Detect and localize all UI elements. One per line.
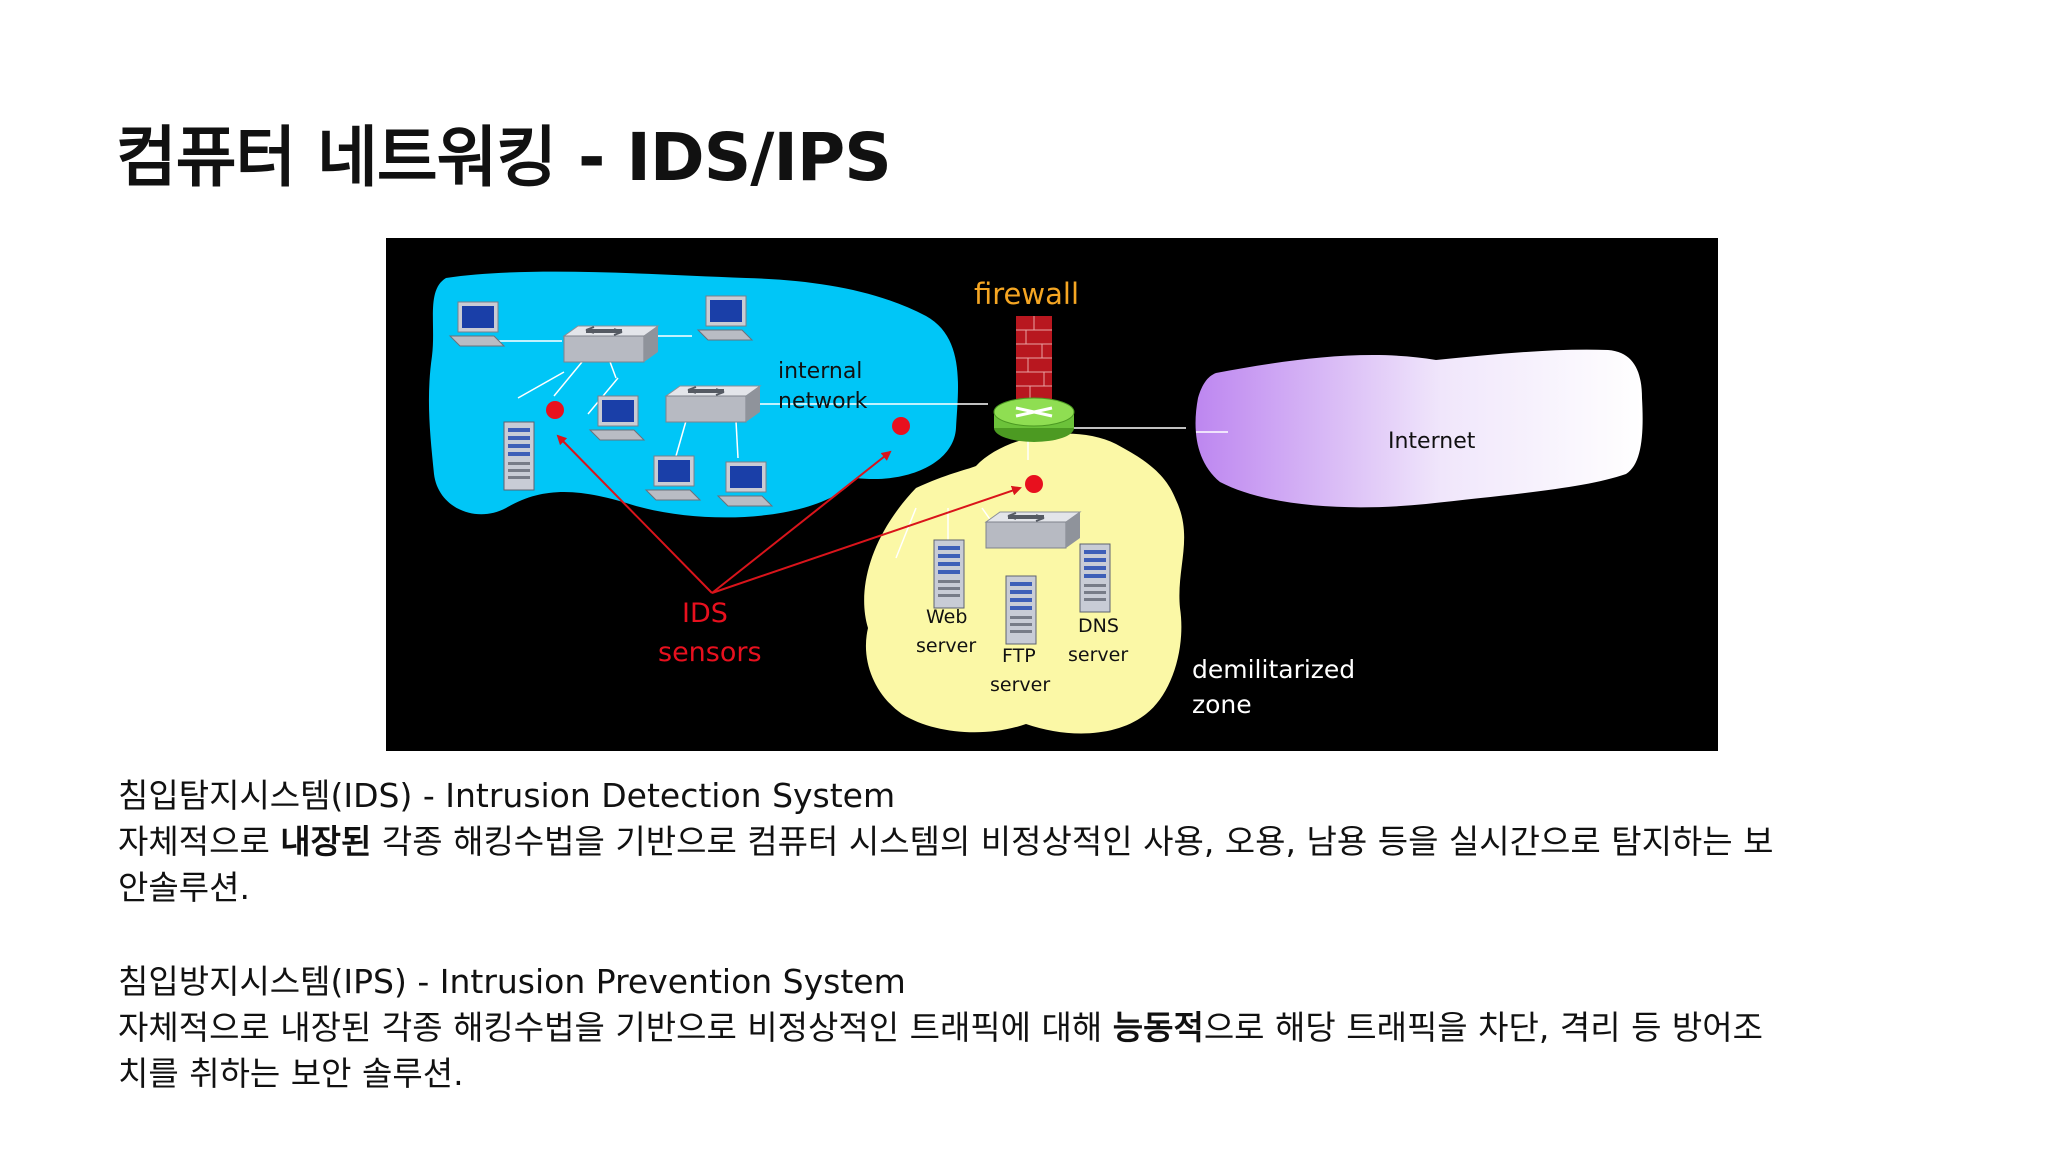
ids-bold-term: 내장된 xyxy=(280,822,372,861)
internal-network-label-2: network xyxy=(778,389,868,414)
firewall-router-icon xyxy=(993,397,1075,442)
dmz-switch xyxy=(985,511,1081,549)
dmz-label-2: zone xyxy=(1192,690,1252,719)
ids-heading: 침입탐지시스템(IDS) - Intrusion Detection Syste… xyxy=(118,776,896,815)
ids-body-line-1: 자체적으로 내장된 각종 해킹수법을 기반으로 컴퓨터 시스템의 비정상적인 사… xyxy=(118,819,1948,865)
page-title: 컴퓨터 네트워킹 - IDS/IPS xyxy=(116,119,892,196)
internal-switch-1 xyxy=(563,325,659,363)
firewall-label: firewall xyxy=(974,277,1079,311)
ids-body-line-2: 안솔루션. xyxy=(118,868,250,907)
ips-text-segment: 으로 해당 트래픽을 차단, 격리 등 방어조 xyxy=(1203,1008,1764,1047)
ids-text-segment: 자체적으로 xyxy=(118,822,281,861)
ids-sensor-dot xyxy=(546,401,564,419)
internal-network-label: internal xyxy=(778,359,862,384)
ips-heading: 침입방지시스템(IPS) - Intrusion Prevention Syst… xyxy=(118,962,906,1001)
workstation-icon xyxy=(697,295,753,341)
ftp-server-icon xyxy=(1005,575,1037,645)
web-server-label-2: server xyxy=(916,635,976,657)
ips-body-line-1: 자체적으로 내장된 각종 해킹수법을 기반으로 비정상적인 트래픽에 대해 능동… xyxy=(118,1005,1948,1051)
ids-sensors-label: sensors xyxy=(658,637,762,668)
ids-sensor-dot xyxy=(1025,475,1043,493)
ips-description: 침입방지시스템(IPS) - Intrusion Prevention Syst… xyxy=(118,959,1948,1097)
internal-switch-2 xyxy=(665,385,761,423)
internet-label: Internet xyxy=(1388,429,1476,454)
workstation-icon xyxy=(589,395,645,441)
ftp-server-label-2: server xyxy=(990,674,1050,696)
ids-sensor-dot xyxy=(892,417,910,435)
firewall-wall-icon xyxy=(1016,316,1052,410)
dns-server-label: DNS xyxy=(1078,615,1119,637)
web-server-icon xyxy=(933,539,965,609)
workstation-icon xyxy=(449,301,505,347)
ids-network-diagram: firewall internal network Internet IDS s… xyxy=(386,238,1718,751)
web-server-label: Web xyxy=(926,606,967,628)
workstation-icon xyxy=(645,455,701,501)
ips-bold-term: 능동적 xyxy=(1112,1008,1204,1047)
dmz-label: demilitarized xyxy=(1192,655,1355,684)
ftp-server-label: FTP xyxy=(1002,645,1036,667)
dns-server-label-2: server xyxy=(1068,644,1128,666)
ids-label: IDS xyxy=(682,598,728,629)
ips-body-line-2: 치를 취하는 보안 솔루션. xyxy=(118,1054,464,1093)
dns-server-icon xyxy=(1079,543,1111,613)
workstation-icon xyxy=(717,461,773,507)
server-icon xyxy=(503,421,535,491)
ips-text-segment: 자체적으로 내장된 각종 해킹수법을 기반으로 비정상적인 트래픽에 대해 xyxy=(118,1008,1113,1047)
ids-sensor-arrows xyxy=(556,434,1022,594)
ids-text-segment: 각종 해킹수법을 기반으로 컴퓨터 시스템의 비정상적인 사용, 오용, 남용 … xyxy=(371,822,1774,861)
ids-description: 침입탐지시스템(IDS) - Intrusion Detection Syste… xyxy=(118,773,1948,911)
internet-cloud xyxy=(1195,349,1643,508)
